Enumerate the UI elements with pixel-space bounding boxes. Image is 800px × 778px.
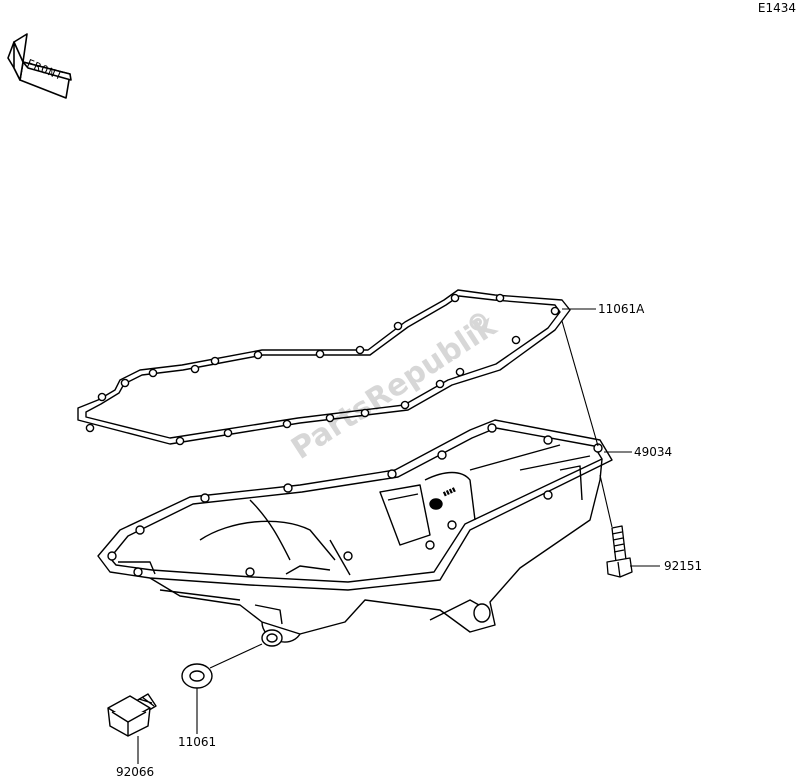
oil-pan: ▮▮▮▮ <box>97 419 613 647</box>
part-label-11061a[interactable]: 11061A <box>598 302 645 316</box>
pan-marking: ▮▮▮▮ <box>442 486 457 498</box>
washer <box>181 663 213 689</box>
diagram-code: E1434 <box>758 1 796 15</box>
front-direction-arrow-icon: FRONT <box>7 33 72 99</box>
part-label-92151[interactable]: 92151 <box>664 559 702 573</box>
part-label-92066[interactable]: 92066 <box>116 765 154 778</box>
gasket <box>77 289 571 446</box>
drain-plug <box>107 693 157 737</box>
part-label-11061[interactable]: 11061 <box>178 735 216 749</box>
watermark: PartsRepublik <box>285 308 503 467</box>
leader-lines <box>137 308 660 764</box>
part-label-49034[interactable]: 49034 <box>634 445 672 459</box>
watermark-text: PartsRepublik <box>285 308 503 467</box>
watermark-gear-icon <box>469 313 487 331</box>
bolt <box>606 525 633 578</box>
